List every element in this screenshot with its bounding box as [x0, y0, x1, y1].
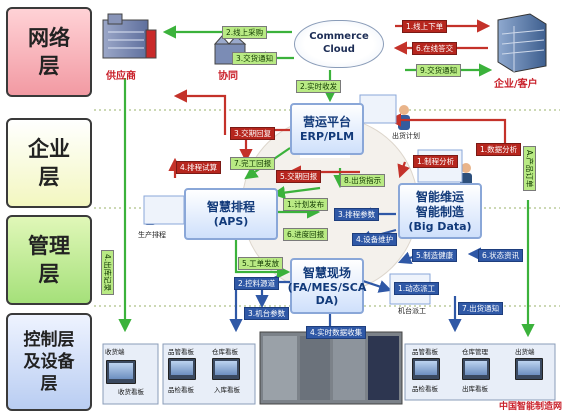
customer-building-icon: [497, 13, 547, 73]
shipping-plan-label: 出货计划: [392, 132, 420, 140]
person-icon-shipping: [398, 105, 410, 130]
mes-platform: 智慧现场 (FA/MES/SCA DA): [287, 258, 367, 314]
schedule-screen: [143, 195, 185, 225]
aps-platform: 智慧排程 (APS): [184, 188, 278, 240]
tag-plan-release: 1.计划发布: [283, 198, 329, 211]
tag-trade-feedback: 5.交期回报: [276, 170, 322, 183]
layer-network-label: 网络 层: [28, 26, 70, 78]
erp-title: 营运平台: [302, 114, 351, 129]
tag-b-supply: 4.出库记录: [101, 250, 114, 296]
tag-equip-maint: 4.设备维护: [352, 233, 398, 246]
tag-online-confirm: 6.在线答交: [412, 42, 458, 55]
quality-desc: 品检看板: [168, 386, 194, 394]
tag-work-order: 5.工单发放: [238, 257, 284, 270]
layer-control: 控制层 及设备 层: [6, 313, 92, 411]
receiving-title: 收货端: [105, 348, 125, 356]
supplier-building-icon: [102, 13, 157, 59]
tag-online-purchase: 2.线上采购: [222, 26, 268, 39]
tag-make-analysis: 1.制程分析: [413, 155, 459, 168]
customer-label: 企业/客户: [494, 79, 538, 90]
cloud-label-line2: Cloud: [323, 44, 355, 55]
shipping-end-title: 出货端: [515, 348, 535, 356]
tag-trade-notice-9: 9.交货通知: [416, 64, 462, 77]
shipping-plan-screen: [359, 94, 397, 124]
receiving-monitor-icon: [106, 360, 136, 384]
shipping-monitor-icon: [515, 358, 543, 380]
quality-monitor-icon: [168, 358, 196, 380]
tag-realtime: 2.实时收发: [296, 80, 342, 93]
aps-subtitle: (APS): [213, 214, 249, 228]
machine-dispatch-label: 机台派工: [398, 307, 426, 315]
tag-progress: 6.进度回报: [283, 228, 329, 241]
mes-subtitle2: DA): [315, 293, 339, 307]
factory-photo-4: [368, 336, 399, 400]
layer-enterprise: 企业 层: [6, 118, 92, 208]
factory-photo-2: [300, 336, 330, 400]
tag-make-health: 5.制造健康: [412, 249, 458, 262]
mes-title: 智慧现场: [302, 265, 351, 280]
bigdata-title2: 智能制造: [415, 204, 464, 219]
bigdata-platform: 智能维运 智能制造 (Big Data): [398, 183, 482, 239]
tag-data-analysis: 1.数据分析: [476, 143, 522, 156]
tag-delivery-reply: 3.交期回复: [230, 127, 276, 140]
aps-title: 智慧排程: [206, 199, 255, 214]
layer-management-label: 管理 层: [28, 234, 70, 286]
right-warehouse-out-desc: 出库看板: [462, 385, 488, 393]
mes-subtitle1: (FA/MES/SCA: [287, 280, 367, 294]
bigdata-subtitle: (Big Data): [408, 219, 472, 233]
tag-dynamic-dispatch: 1.动态派工: [394, 282, 440, 295]
collab-label: 协同: [218, 71, 238, 82]
right-quality-desc: 品检看板: [412, 385, 438, 393]
right-quality-title: 品管看板: [412, 348, 438, 356]
tag-schedule-calc: 4.排程试算: [176, 161, 222, 174]
tag-realtime-collect: 4.实时数据收集: [306, 326, 367, 339]
warehouse-board-title: 仓库看板: [212, 348, 238, 356]
warehouse-in-desc: 入库看板: [214, 386, 240, 394]
quality-board-title: 品管看板: [168, 348, 194, 356]
erp-platform: 营运平台 ERP/PLM: [290, 103, 364, 155]
right-warehouse-title: 仓库管理: [462, 348, 488, 356]
layer-network: 网络 层: [6, 7, 92, 97]
tag-machine-param: 3.机台参数: [244, 307, 290, 320]
tag-online-order: 1.线上下单: [402, 20, 448, 33]
right-warehouse-monitor-icon: [462, 358, 490, 380]
layer-management: 管理 层: [6, 215, 92, 305]
cloud-label-line1: Commerce: [309, 31, 369, 42]
cloud-shape: [294, 20, 384, 68]
factory-photo-3: [333, 336, 365, 400]
receiving-desc: 收货看板: [118, 388, 144, 396]
supplier-label: 供应商: [106, 71, 136, 82]
tag-finish-report: 7.完工回报: [230, 157, 276, 170]
production-schedule-label: 生产排程: [138, 231, 166, 239]
tag-out-instruct: 8.出货指示: [340, 174, 386, 187]
watermark: 中国智能制造网: [498, 402, 562, 412]
warehouse-monitor-icon: [212, 358, 240, 380]
tag-sched-param: 3.排程参数: [334, 208, 380, 221]
bigdata-title1: 智能维运: [415, 189, 464, 204]
tag-shipping-notice: 7.出货通知: [458, 302, 504, 315]
tag-status-report: 6.状态资讯: [478, 249, 524, 262]
layer-enterprise-label: 企业 层: [28, 137, 70, 189]
tag-control-src: 2.控料源道: [234, 277, 280, 290]
commerce-cloud: Commerce Cloud: [294, 20, 384, 68]
layer-control-label: 控制层 及设备 层: [23, 330, 75, 394]
tag-a-order: A.产品订单: [523, 146, 536, 192]
tag-trade-notice-3: 3.交货通知: [232, 52, 278, 65]
erp-subtitle: ERP/PLM: [299, 129, 355, 143]
right-quality-monitor-icon: [412, 358, 440, 380]
factory-photo-1: [263, 336, 297, 400]
